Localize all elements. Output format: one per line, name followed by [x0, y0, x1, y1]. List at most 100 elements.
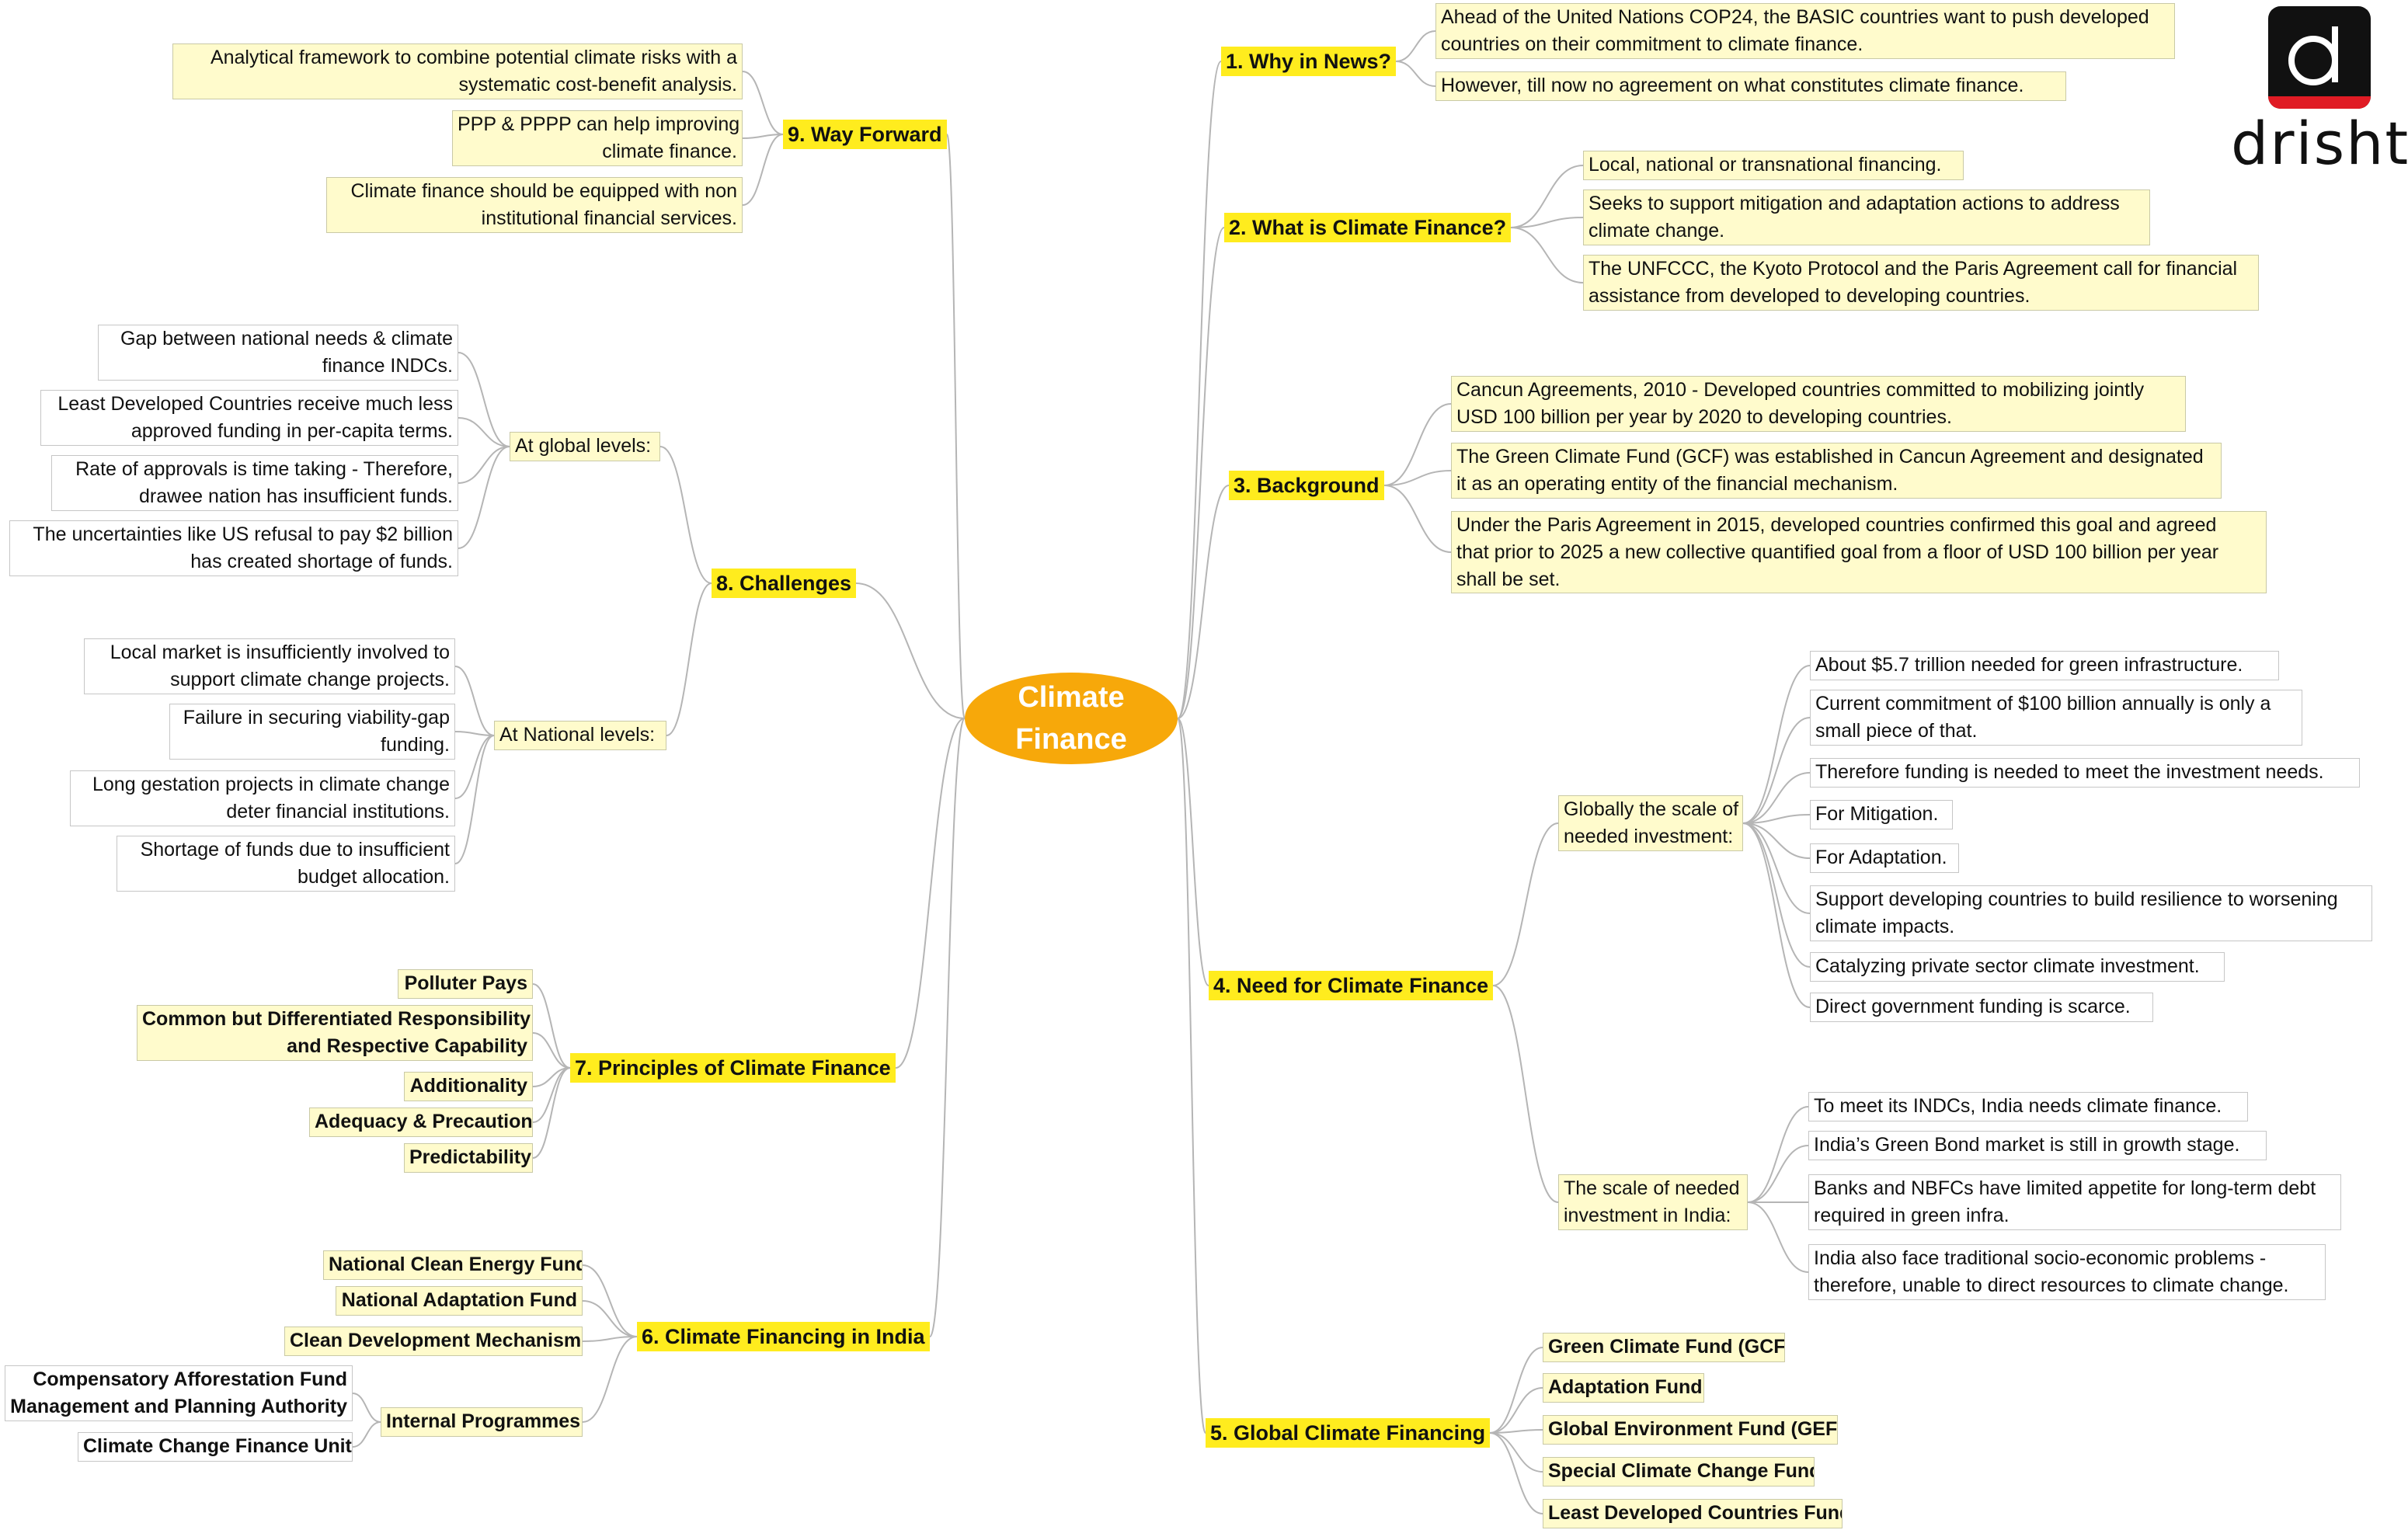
connector-line: [895, 718, 966, 1069]
india-fund-item[interactable]: Clean Development Mechanism: [284, 1327, 583, 1356]
principle-item[interactable]: Polluter Pays: [398, 969, 533, 999]
branch-need-for-climate-finance[interactable]: 4. Need for Climate Finance: [1209, 971, 1494, 1000]
way-forward-point[interactable]: Analytical framework to combine potentia…: [172, 43, 743, 99]
connector-line: [1742, 717, 1811, 824]
principle-item[interactable]: Predictability: [404, 1143, 533, 1173]
text-line: assistance from developed to developing …: [1589, 285, 2030, 307]
india-fund-item[interactable]: National Clean Energy Fund: [323, 1250, 583, 1280]
principle-item[interactable]: Adequacy & Precaution: [309, 1108, 533, 1137]
india-need-point[interactable]: Banks and NBFCs have limited appetite fo…: [1808, 1174, 2341, 1230]
national-challenge-point[interactable]: Long gestation projects in climate chang…: [70, 770, 455, 826]
global-challenge-point[interactable]: Rate of approvals is time taking - There…: [51, 455, 458, 511]
central-topic-line-2: Finance: [1015, 723, 1127, 756]
global-fund-item[interactable]: Global Environment Fund (GEF): [1543, 1415, 1838, 1445]
global-fund-item[interactable]: Least Developed Countries Fund: [1543, 1499, 1843, 1528]
connector-line: [454, 666, 495, 736]
text-line: institutional financial services.: [481, 207, 737, 229]
india-need-point[interactable]: India also face traditional socio-econom…: [1808, 1244, 2326, 1300]
definition-point[interactable]: The UNFCCC, the Kyoto Protocol and the P…: [1583, 255, 2259, 311]
connector-line: [1492, 822, 1559, 986]
background-point[interactable]: The Green Climate Fund (GCF) was establi…: [1451, 443, 2222, 499]
text-line: About $5.7 trillion needed for green inf…: [1815, 654, 2243, 676]
global-fund-item[interactable]: Green Climate Fund (GCF): [1543, 1333, 1785, 1362]
definition-point[interactable]: Local, national or transnational financi…: [1583, 151, 1964, 180]
way-forward-point[interactable]: Climate finance should be equipped with …: [326, 177, 743, 233]
connector-line: [1742, 822, 1811, 1008]
text-line: PPP & PPPP can help improving: [458, 113, 740, 135]
branch-challenges[interactable]: 8. Challenges: [712, 569, 857, 598]
connector-line: [1395, 30, 1436, 62]
connector-line: [582, 1336, 638, 1423]
text-line: The uncertainties like US refusal to pay…: [33, 523, 453, 545]
connector-line: [1383, 485, 1452, 553]
india-fund-item[interactable]: National Adaptation Fund: [336, 1286, 583, 1316]
text-line: climate change.: [1589, 220, 1725, 242]
connector-line: [1177, 227, 1225, 719]
global-challenge-point[interactable]: Least Developed Countries receive much l…: [40, 390, 458, 446]
text-line: Cancun Agreements, 2010 - Developed coun…: [1456, 379, 2145, 401]
text-line: The scale of needed: [1564, 1177, 1740, 1199]
connector-line: [1383, 403, 1452, 486]
branch-climate-financing-in-india[interactable]: 6. Climate Financing in India: [637, 1322, 930, 1351]
text-line: it as an operating entity of the financi…: [1456, 473, 1898, 495]
text-line: India also face traditional socio-econom…: [1814, 1247, 2267, 1269]
text-line: required in green infra.: [1814, 1205, 2010, 1226]
principle-item[interactable]: Common but Differentiated Responsibility…: [137, 1005, 533, 1061]
branch-global-climate-financing[interactable]: 5. Global Climate Financing: [1206, 1418, 1491, 1448]
global-need-point[interactable]: For Mitigation.: [1810, 800, 1953, 829]
text-line: that prior to 2025 a new collective quan…: [1456, 541, 2219, 563]
global-need-point[interactable]: Support developing countries to build re…: [1810, 885, 2372, 941]
india-need-point[interactable]: To meet its INDCs, India needs climate f…: [1808, 1092, 2248, 1121]
global-level-challenges[interactable]: At global levels:: [510, 432, 660, 461]
india-need-point[interactable]: India’s Green Bond market is still in gr…: [1808, 1131, 2267, 1160]
background-point[interactable]: Cancun Agreements, 2010 - Developed coun…: [1451, 376, 2186, 432]
connector-line: [1742, 822, 1811, 859]
text-line: Compensatory Afforestation Fund: [33, 1368, 347, 1390]
connector-line: [1489, 1432, 1543, 1514]
connector-line: [1742, 822, 1811, 968]
internal-programme-point[interactable]: Climate Change Finance Unit: [78, 1432, 353, 1462]
why-in-news-point[interactable]: Ahead of the United Nations COP24, the B…: [1435, 3, 2175, 59]
branch-what-is-climate-finance[interactable]: 2. What is Climate Finance?: [1224, 213, 1512, 242]
text-line: Under the Paris Agreement in 2015, devel…: [1456, 514, 2217, 536]
national-level-challenges[interactable]: At National levels:: [494, 721, 666, 750]
global-challenge-point[interactable]: The uncertainties like US refusal to pay…: [9, 520, 458, 576]
global-need-point[interactable]: For Adaptation.: [1810, 843, 1959, 873]
global-need-point[interactable]: About $5.7 trillion needed for green inf…: [1810, 651, 2279, 680]
connector-line: [454, 731, 495, 736]
text-line: Adequacy & Precaution: [315, 1111, 533, 1132]
definition-point[interactable]: Seeks to support mitigation and adaptati…: [1583, 190, 2150, 245]
text-line: Support developing countries to build re…: [1815, 888, 2338, 910]
internal-programmes-item[interactable]: Internal Programmes: [381, 1407, 583, 1437]
global-need-point[interactable]: Catalyzing private sector climate invest…: [1810, 952, 2225, 982]
connector-line: [929, 718, 966, 1337]
connector-line: [458, 417, 510, 447]
global-need-point[interactable]: Direct government funding is scarce.: [1810, 993, 2153, 1022]
connector-line: [458, 352, 510, 447]
branch-background[interactable]: 3. Background: [1229, 471, 1384, 500]
why-in-news-point[interactable]: However, till now no agreement on what c…: [1435, 71, 2066, 101]
principle-item[interactable]: Additionality: [404, 1072, 533, 1101]
connector-line: [1747, 1145, 1809, 1203]
text-line: Rate of approvals is time taking - There…: [75, 458, 453, 480]
global-fund-item[interactable]: Special Climate Change Fund: [1543, 1457, 1815, 1487]
global-need-point[interactable]: Current commitment of $100 billion annua…: [1810, 690, 2302, 746]
branch-principles-of-climate-finance[interactable]: 7. Principles of Climate Finance: [570, 1053, 896, 1083]
global-need-point[interactable]: Therefore funding is needed to meet the …: [1810, 758, 2360, 788]
branch-way-forward[interactable]: 9. Way Forward: [783, 120, 947, 149]
text-line: Local market is insufficiently involved …: [110, 642, 450, 663]
national-challenge-point[interactable]: Local market is insufficiently involved …: [84, 638, 455, 694]
branch-why-in-news[interactable]: 1. Why in News?: [1221, 47, 1397, 76]
background-point[interactable]: Under the Paris Agreement in 2015, devel…: [1451, 511, 2267, 593]
global-fund-item[interactable]: Adaptation Fund: [1543, 1373, 1704, 1403]
text-line: support climate change projects.: [170, 669, 450, 690]
central-topic[interactable]: Climate Finance: [965, 673, 1178, 764]
